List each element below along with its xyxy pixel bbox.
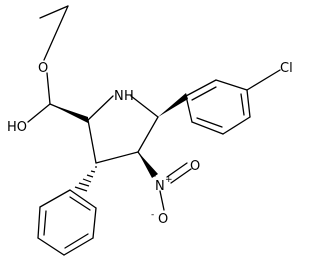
atom-n-nitro: N [155, 179, 165, 194]
bond-ch-oh [27, 103, 51, 123]
wedge-c4-nitro [138, 152, 158, 178]
bond-ph-1 [39, 189, 71, 208]
atom-nh-h: H [124, 89, 134, 104]
bond-n-o-top-b [170, 168, 192, 184]
wedge-c2-ch [50, 104, 88, 123]
bond-n-o-bottom [159, 190, 165, 211]
bond-n-c5 [130, 95, 159, 118]
molecule-structure: O HO N H Cl N + O O - [7, 5, 293, 256]
atom-nh: N [114, 89, 124, 104]
atom-ho: HO [7, 120, 27, 135]
bond-cp-2 [215, 79, 248, 91]
bond-cp-5 [191, 121, 224, 135]
bond-c3-c2 [87, 119, 97, 164]
bond-ethyl-ch2-o [43, 5, 69, 61]
bond-c5-c4 [137, 116, 159, 153]
bond-ph-6 [69, 189, 97, 209]
charge-n-plus: + [165, 175, 173, 185]
atom-cl: Cl [280, 61, 293, 76]
bond-ph-4 [63, 237, 94, 256]
bond-cp-4 [222, 116, 251, 135]
bond-ph-3 [37, 237, 65, 256]
bond-cp-3-double [240, 93, 245, 116]
bond-c4-c3 [95, 151, 139, 164]
bond-cp-1-double [191, 86, 217, 101]
bond-ph-5 [92, 207, 97, 239]
bond-c2-n [87, 95, 114, 121]
bond-n-o-top-a [166, 162, 188, 178]
bond-cp-cl [246, 69, 281, 91]
atom-o-nitro-top: O [190, 159, 200, 174]
bond-cp-1 [185, 79, 217, 97]
bond-ph-6-double [69, 196, 91, 211]
bond-cp-6 [185, 95, 193, 123]
bond-ph-2 [37, 206, 41, 239]
atom-o-ether: O [38, 61, 48, 76]
bond-cp-5-double [196, 117, 223, 128]
bond-cp-3 [246, 89, 251, 118]
bond-o-ch [46, 72, 51, 105]
bond-ph-4-double [64, 233, 89, 249]
bond-ethyl-ch3 [39, 5, 69, 19]
wedge-c5-aryl [158, 93, 188, 117]
atom-o-nitro-bottom: O [158, 212, 168, 227]
bond-ph-2-double [43, 210, 47, 236]
charge-o-minus: - [151, 210, 154, 220]
hash-c3-phenyl [74, 166, 97, 192]
